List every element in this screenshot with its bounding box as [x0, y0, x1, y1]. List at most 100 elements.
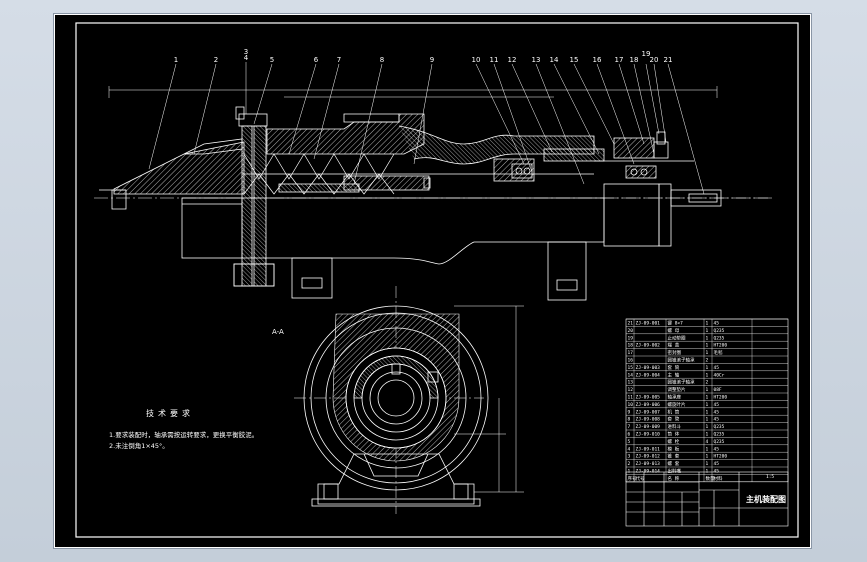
- part-number-16: 16: [593, 56, 602, 64]
- bom-cell: 锥 套: [668, 453, 680, 460]
- bom-cell: 出料嘴: [668, 468, 682, 475]
- bom-cell: HT200: [714, 343, 728, 349]
- section-label: A-A: [272, 328, 284, 336]
- bom-cell: 1: [706, 417, 709, 423]
- part-number-17: 17: [615, 56, 624, 64]
- bom-cell: 止动垫圈: [668, 334, 686, 341]
- main-section-view: [94, 62, 774, 301]
- bom-cell: 1: [706, 343, 709, 349]
- bom-cell: 4: [706, 439, 709, 445]
- bom-cell: 10: [628, 402, 634, 408]
- part-number-8: 8: [380, 56, 384, 64]
- bom-cell: 1: [706, 365, 709, 371]
- bom-header-cell: 材料: [714, 475, 723, 482]
- bom-cell: HT200: [714, 454, 728, 460]
- drawing-title: 主机装配图: [746, 494, 786, 504]
- bom-cell: ZJ-09-011: [636, 446, 661, 452]
- bom-cell: 进料斗: [668, 423, 682, 430]
- bom-cell: 1: [706, 335, 709, 341]
- part-number-21: 21: [664, 56, 673, 64]
- bom-cell: 圆锥滚子轴承: [668, 357, 695, 364]
- bom-cell: ZJ-09-014: [636, 469, 661, 475]
- bom-cell: 14: [628, 372, 634, 378]
- bom-cell: 模 板: [668, 445, 680, 452]
- bom-cell: 主 轴: [668, 371, 680, 378]
- bom-cell: ZJ-09-003: [636, 365, 661, 371]
- inner-border: [75, 22, 799, 538]
- bom-cell: ZJ-09-001: [636, 321, 661, 327]
- part-number-2: 2: [214, 56, 218, 64]
- drawing-scale: 1:5: [766, 474, 774, 480]
- bom-cell: 1: [628, 469, 631, 475]
- bom-cell: 螺旋叶片: [668, 401, 686, 408]
- bom-cell: Q235: [714, 432, 725, 438]
- bom-cell: 1: [706, 387, 709, 393]
- bom-cell: 11: [628, 395, 634, 401]
- bom-cell: ZJ-09-010: [636, 432, 661, 438]
- bom-cell: 45: [714, 409, 720, 415]
- bom-cell: 17: [628, 350, 634, 356]
- bom-cell: 1: [706, 395, 709, 401]
- bom-cell: 45: [714, 469, 720, 475]
- bom-cell: 密封圈: [668, 349, 682, 356]
- bom-cell: 18: [628, 343, 634, 349]
- part-number-4: 4: [244, 54, 249, 62]
- bom-cell: 6: [628, 432, 631, 438]
- part-number-15: 15: [570, 56, 579, 64]
- bom-cell: ZJ-09-012: [636, 454, 661, 460]
- bom-cell: 45: [714, 321, 720, 327]
- part-number-3: 3: [244, 48, 248, 56]
- bom-cell: 08F: [714, 387, 722, 393]
- bom-cell: 40Cr: [714, 372, 725, 378]
- title-block: [625, 471, 789, 527]
- tech-req-line-1: 1.要求装配时，轴承需按运转要求，更换平衡胶泥。: [109, 430, 258, 439]
- bom-header-cell: 数量: [706, 475, 715, 482]
- bom-cell: 键 8×7: [668, 320, 684, 327]
- bom-cell: Q235: [714, 328, 725, 334]
- bom-cell: 1: [706, 409, 709, 415]
- bom-cell: 毛毡: [714, 349, 723, 356]
- part-number-13: 13: [532, 56, 541, 64]
- bom-cell: 2: [706, 380, 709, 386]
- bom-cell: 13: [628, 380, 634, 386]
- bom-cell: 螺 母: [668, 327, 680, 334]
- part-number-7: 7: [337, 56, 341, 64]
- bom-cell: 套 管: [668, 416, 680, 423]
- bom-cell: 1: [706, 454, 709, 460]
- bom-cell: 21: [628, 321, 634, 327]
- part-number-1: 1: [174, 56, 178, 64]
- bom-cell: 45: [714, 446, 720, 452]
- bom-cell: 1: [706, 372, 709, 378]
- part-number-9: 9: [430, 56, 434, 64]
- bom-cell: 轴承座: [668, 394, 682, 401]
- cross-section-view: [294, 286, 524, 514]
- bom-cell: HT200: [714, 395, 728, 401]
- bom-cell: 1: [706, 446, 709, 452]
- part-number-5: 5: [270, 56, 274, 64]
- part-number-20: 20: [650, 56, 659, 64]
- part-number-12: 12: [508, 56, 517, 64]
- bom-cell: 机 筒: [668, 408, 680, 415]
- tech-req-line-2: 2.未注倒角1×45°。: [109, 441, 169, 450]
- bom-cell: 1: [706, 432, 709, 438]
- tech-req-heading: 技术要求: [146, 408, 194, 418]
- bom-cell: 9: [628, 409, 631, 415]
- technical-requirements: 技术要求 1.要求装配时，轴承需按运转要求，更换平衡胶泥。 2.未注倒角1×45…: [109, 408, 258, 450]
- bom-cell: ZJ-09-007: [636, 409, 661, 415]
- part-number-19: 19: [642, 50, 651, 58]
- bom-cell: 15: [628, 365, 634, 371]
- part-number-11: 11: [490, 56, 499, 64]
- bom-cell: 1: [706, 461, 709, 467]
- bom-cell: 45: [714, 417, 720, 423]
- bom-cell: 2: [628, 461, 631, 467]
- bom-cell: 12: [628, 387, 634, 393]
- bom-cell: 圆锥滚子轴承: [668, 379, 695, 386]
- bom-cell: 端 盖: [668, 342, 680, 349]
- bom-cell: 16: [628, 358, 634, 364]
- bom-cell: 1: [706, 402, 709, 408]
- bom-cell: ZJ-09-009: [636, 424, 661, 430]
